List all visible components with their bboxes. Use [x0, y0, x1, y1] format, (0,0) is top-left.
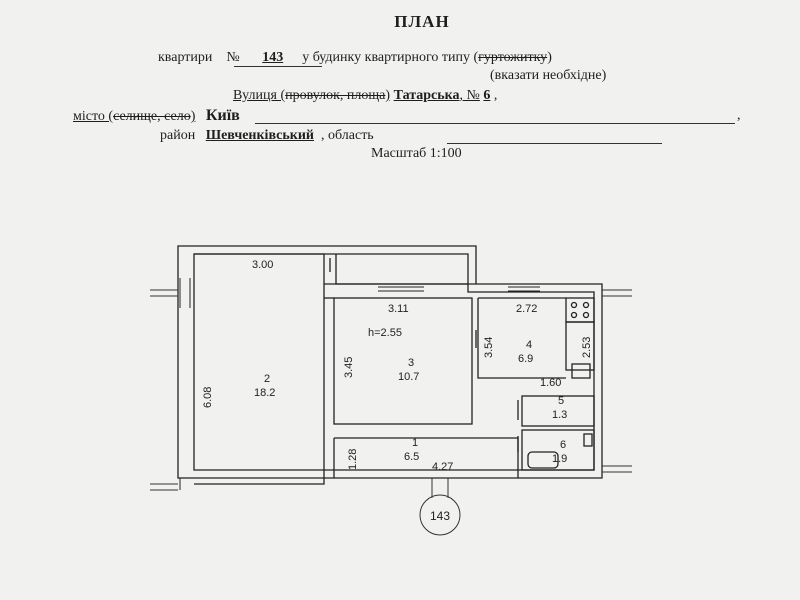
dim-3-11: 3.11 [388, 303, 409, 315]
number-underline [234, 66, 322, 67]
dim-3-45: 3.45 [343, 357, 355, 378]
district-tail: , область [321, 128, 374, 143]
city-prefix: місто ( [73, 109, 114, 124]
room-3-area: 10.7 [398, 371, 419, 383]
street-close: ) [385, 88, 391, 103]
building-type-text: у будинку квартирного типу ( [302, 50, 479, 65]
dim-3-00: 3.00 [252, 259, 273, 271]
city-name: Київ [205, 107, 240, 124]
apartment-stamp: 143 [430, 509, 450, 523]
kitchen-counter [565, 321, 595, 371]
hint-text: (вказати необхідне) [490, 68, 607, 83]
house-number: 6 [483, 88, 491, 103]
room-2-area: 18.2 [254, 387, 275, 399]
house-no-label: , № [459, 88, 480, 103]
dim-3-54: 3.54 [483, 337, 495, 358]
room-4-area: 6.9 [518, 353, 533, 365]
toilet [583, 433, 593, 447]
room-3-wall [333, 297, 473, 425]
city-line: місто (селище, село) Київ [73, 108, 240, 125]
outer-wall-outer [177, 245, 603, 479]
dim-2-53: 2.53 [581, 337, 593, 358]
bathtub [527, 451, 559, 469]
room-5-number: 5 [558, 395, 564, 407]
room-2-wall [194, 253, 325, 485]
room-6-area: 1.9 [552, 453, 567, 465]
room-6-number: 6 [560, 439, 566, 451]
apartment-number: 143 [262, 50, 284, 65]
region-underline [447, 143, 662, 144]
dim-2-72: 2.72 [516, 303, 537, 315]
apartment-line: квартири № 143 у будинку квартирного тип… [158, 50, 552, 66]
street-struck: провулок, площа [285, 88, 386, 103]
corridor-wall [334, 437, 519, 478]
stove [565, 297, 595, 323]
room-5-wall [521, 395, 595, 427]
kitchen-sink [571, 363, 591, 379]
ceiling-height: h=2.55 [368, 327, 402, 339]
city-struck: селище, село [113, 109, 191, 124]
street-prefix: Вулиця ( [233, 88, 286, 103]
room-4-wall [477, 297, 566, 379]
dim-1-28: 1.28 [347, 449, 359, 470]
room-1-area: 6.5 [404, 451, 419, 463]
apartment-prefix: квартири [158, 50, 213, 65]
district-name: Шевченківський [205, 128, 314, 143]
street-line: Вулиця (провулок, площа) Татарська, № 6 … [233, 88, 497, 104]
document-title: ПЛАН [394, 12, 450, 31]
street-name: Татарська [393, 88, 460, 103]
room-4-number: 4 [526, 339, 532, 351]
room-5-area: 1.3 [552, 409, 567, 421]
dim-1-60: 1.60 [540, 377, 561, 389]
room-1-number: 1 [412, 437, 418, 449]
street-tail: , [493, 88, 498, 103]
building-type-close: ) [547, 50, 552, 65]
outer-wall-inner [193, 253, 595, 471]
dim-6-08: 6.08 [202, 387, 214, 408]
room-3-number: 3 [408, 357, 414, 369]
building-type-struck: гуртожитку [478, 50, 548, 65]
number-sign: № [226, 50, 240, 65]
city-close: ) [190, 109, 196, 124]
balcony-wall [335, 254, 468, 285]
apartment-stamp-circle [419, 494, 461, 536]
scale-text: Масштаб 1:100 [371, 146, 462, 161]
city-tail: , [737, 108, 741, 123]
city-underline [255, 123, 735, 124]
room-6-wall [521, 429, 595, 471]
district-prefix: район [160, 128, 196, 143]
room-2-number: 2 [264, 373, 270, 385]
district-line: район Шевченківський , область [160, 128, 374, 144]
dim-4-27: 4.27 [432, 461, 453, 473]
